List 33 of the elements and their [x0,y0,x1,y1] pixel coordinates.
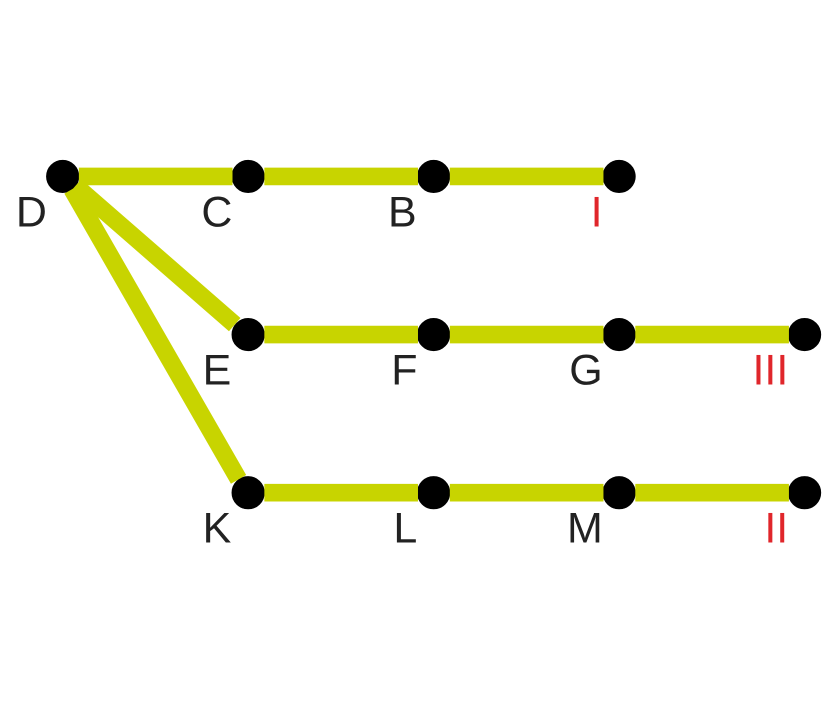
node-label: K [202,504,232,553]
node-circle [602,318,636,352]
node-label: E [202,346,232,395]
connector [78,168,232,186]
node-circle [232,476,265,510]
connector [264,168,418,186]
connector [264,484,418,502]
node-label: I [590,188,603,236]
connector [635,326,789,344]
node-label: G [569,346,603,395]
node-label: B [388,188,417,236]
node-circle [232,318,265,352]
node-label: II [764,504,788,553]
connector [450,168,604,186]
node-label: III [752,346,788,395]
connector [264,326,418,344]
node-label: F [391,346,418,395]
node-circle [417,318,450,352]
node-label: M [567,504,603,553]
node-circle [602,476,636,510]
node-circle [417,160,450,194]
node-circle [602,160,636,194]
node-label: D [16,188,47,236]
connector [450,326,604,344]
node-circle [46,160,80,194]
node-label: C [201,188,232,236]
connector [450,484,604,502]
node-circle [232,160,265,194]
connector [635,484,789,502]
node-label: L [393,504,418,553]
node-circle [417,476,450,510]
node-circle [788,318,822,352]
node-circle [788,476,822,510]
